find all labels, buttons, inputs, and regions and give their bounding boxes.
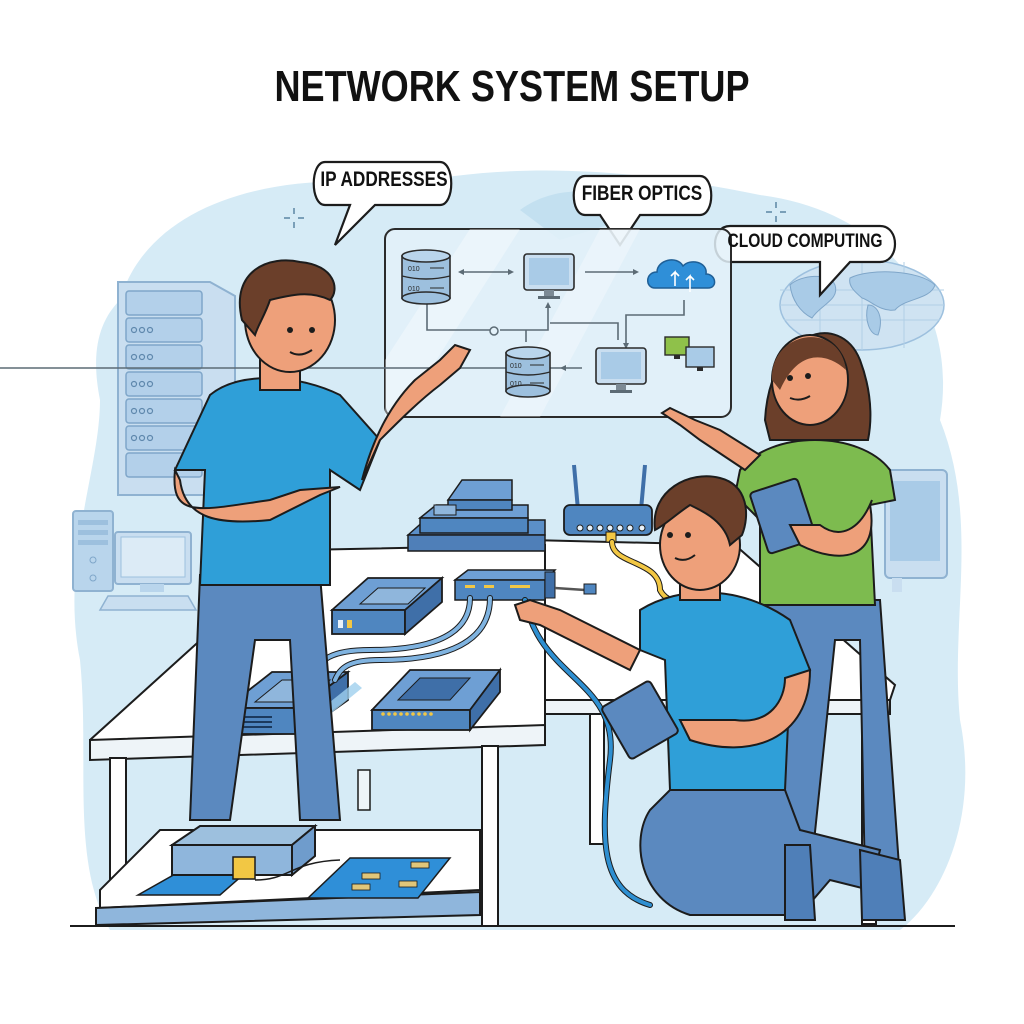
sparkle-icon [284, 208, 304, 228]
fiber-optics-label: FIBER OPTICS [581, 182, 703, 205]
technician-person [513, 475, 907, 921]
ip-addresses-label: IP ADDRESSES [320, 168, 448, 191]
database-icon: 010 010 [401, 249, 451, 305]
page-title: NETWORK SYSTEM SETUP [274, 62, 750, 111]
modem-device [329, 576, 445, 636]
patch-panel-device [369, 667, 502, 733]
svg-text:010: 010 [510, 363, 522, 370]
database-icon: 010 010 [505, 346, 551, 398]
wifi-router [563, 464, 653, 543]
cloud-upload-icon [647, 259, 716, 292]
svg-text:010: 010 [408, 266, 420, 273]
background-monitor [884, 469, 948, 592]
workstations-icon [664, 336, 715, 371]
desktop-computer [72, 510, 198, 611]
monitor-icon [595, 347, 647, 393]
sparkle-icon [766, 202, 786, 222]
circuit-board [254, 857, 452, 899]
svg-text:010: 010 [408, 286, 420, 293]
cloud-computing-label: CLOUD COMPUTING [727, 231, 883, 252]
speech-bubble-ip-addresses [312, 160, 453, 246]
monitor-icon [523, 253, 575, 299]
shelf-router-device [135, 823, 318, 896]
colleague-person [660, 332, 902, 881]
network-diagram-panel: 010 010 010 010 [0, 228, 732, 418]
presenter-person [173, 259, 472, 821]
network-switch [452, 569, 597, 601]
stacked-network-appliance [406, 479, 546, 552]
svg-text:010: 010 [510, 381, 522, 388]
